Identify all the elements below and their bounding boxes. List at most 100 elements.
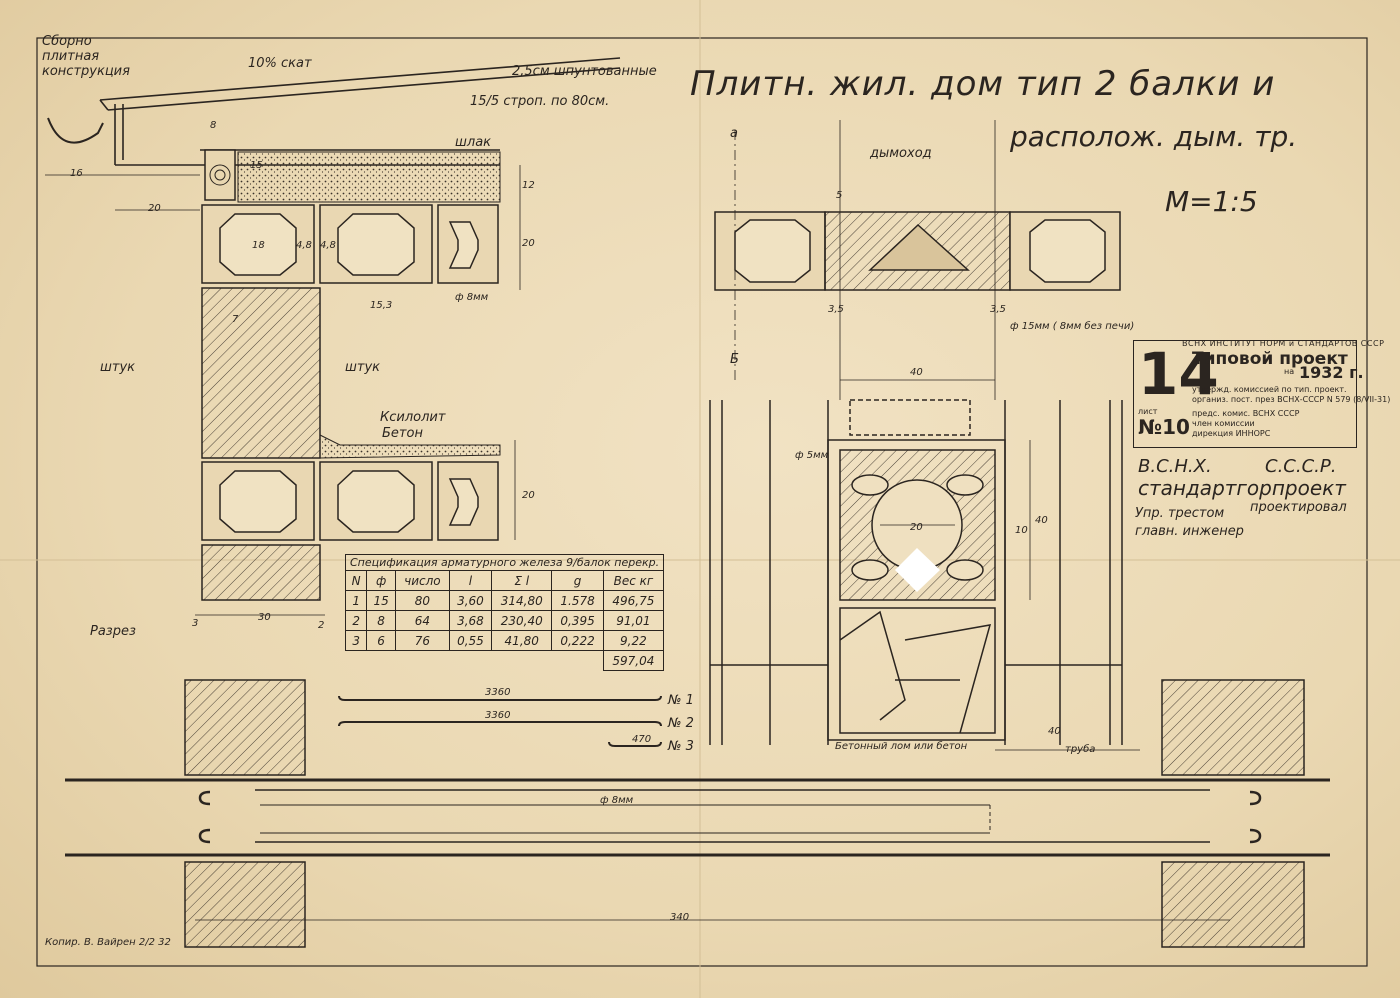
spec-cell: 8 (366, 610, 396, 631)
stamp-header: ВСНХ ИНСТИТУТ НОРМ и СТАНДАРТОВ СССР (1182, 339, 1385, 348)
dim-10: 10 (1015, 525, 1028, 536)
org-name: стандартгорпроект (1138, 476, 1346, 500)
member-line: член комиссии (1192, 419, 1255, 428)
chimney-top-section (714, 120, 1121, 400)
spec-cell: 0,55 (448, 630, 493, 651)
title-block-stamp: 14 ВСНХ ИНСТИТУТ НОРМ и СТАНДАРТОВ СССР … (1133, 339, 1390, 448)
org-designed: проектировал (1250, 500, 1347, 515)
org-vsnh: В.С.Н.Х. (1138, 456, 1212, 477)
spec-cell: 15 (366, 590, 396, 611)
dim-16: 16 (70, 168, 83, 179)
spec-cell: 64 (394, 610, 450, 631)
construction-label: Сборно плитная конструкция (42, 34, 130, 79)
spec-cell: 2 (344, 610, 368, 631)
dim-7: 7 (232, 314, 239, 325)
spec-cell: 76 (394, 630, 450, 651)
spec-cell: 230,40 (491, 610, 553, 631)
spec-header: Вес кг (602, 570, 665, 591)
phi15-label: ф 15мм ( 8мм без печи) (1010, 321, 1135, 332)
concrete-label: Бетон (382, 426, 423, 441)
spec-cell: 41,80 (491, 630, 553, 651)
dim-20a: 20 (148, 203, 161, 214)
dim-470: 470 (632, 734, 652, 745)
dim-2: 2 (318, 620, 325, 631)
org-chief: главн. инженер (1135, 524, 1244, 539)
spec-cell: 496,75 (602, 590, 665, 611)
rebar-specification-table: Спецификация арматурного железа 9/балок … (344, 554, 665, 671)
project-number: 14 (1138, 340, 1219, 408)
spec-header: g (551, 570, 604, 591)
spec-cell: 314,80 (491, 590, 553, 611)
dim-40c: 40 (1048, 726, 1061, 737)
spec-header: число (394, 570, 450, 591)
dim-40a: 40 (910, 367, 923, 378)
rafters-label: 15/5 строп. по 80см. (470, 94, 610, 109)
stucco-left-label: штук (100, 360, 136, 375)
spec-header: ф (366, 570, 396, 591)
spec-cell: 0,395 (551, 610, 604, 631)
spec-header: Σ l (491, 570, 553, 591)
spec-header-row: N ф число l Σ l g Вес кг (344, 570, 665, 591)
spec-cell: 3 (344, 630, 368, 651)
dim-340: 340 (670, 912, 690, 923)
sheet-label: лист (1138, 407, 1158, 416)
org-manager: Упр. трестом (1135, 506, 1225, 521)
project-type: Типовой проект (1192, 349, 1348, 369)
xylolite-label: Ксилолит (380, 410, 446, 425)
dim-phi8b: ф 8мм (600, 795, 634, 806)
spec-cell: 0,222 (551, 630, 604, 651)
stucco-right-label: штук (345, 360, 381, 375)
drawing-title-line2: располож. дым. тр. (1010, 120, 1298, 153)
frame-border (36, 37, 1368, 967)
slope-label: 10% скат (248, 56, 312, 71)
dim-8: 8 (210, 120, 217, 131)
spec-cell: 91,01 (602, 610, 665, 631)
approved-line1: утвержд. комиссией по тип. проект. (1192, 385, 1347, 394)
spec-cell: 9,22 (602, 630, 665, 651)
project-year: 1932 г. (1299, 363, 1364, 382)
org-ussr: С.С.С.Р. (1265, 456, 1337, 477)
table-row: 3 6 76 0,55 41,80 0,222 9,22 (344, 630, 665, 651)
axis-a-label: а (730, 126, 738, 141)
chimney-label: дымоход (870, 146, 932, 161)
table-row: 1 15 80 3,60 314,80 1.578 496,75 (344, 590, 665, 611)
dim-3360b: 3360 (485, 710, 511, 721)
bottom-beam-section (65, 679, 1330, 948)
dim-3-5a: 3,5 (828, 304, 844, 315)
spec-cell: 3,60 (448, 590, 493, 611)
spec-header: N (344, 570, 368, 591)
sheet-number: №10 (1138, 415, 1190, 439)
spec-table-caption: Спецификация арматурного железа 9/балок … (345, 554, 665, 570)
dim-20c: 20 (522, 490, 535, 501)
table-row: 2 8 64 3,68 230,40 0,395 91,01 (344, 610, 665, 631)
total-row: 597,04 (346, 650, 665, 671)
debris-label: Бетонный лом или бетон (835, 741, 968, 752)
chimney-plan (709, 379, 1140, 751)
dim-20d: 20 (910, 522, 923, 533)
dim-40b: 40 (1035, 515, 1048, 526)
chair-line: предс. комис. ВСНХ СССР (1192, 409, 1300, 418)
pipe-label: труба (1065, 744, 1096, 755)
dim-4-8a: 4,8 (296, 240, 312, 251)
dim-3-5b: 3,5 (990, 304, 1006, 315)
section-label: Разрез (90, 624, 136, 639)
slag-label: шлак (455, 135, 492, 150)
dim-phi5: ф 5мм (795, 450, 829, 461)
approved-line2: организ. пост. през ВСНХ-СССР N 579 (8/V… (1192, 395, 1391, 404)
bar-no-1: № 1 (668, 693, 694, 708)
bar-no-2: № 2 (668, 716, 694, 731)
dim-4-8b: 4,8 (320, 240, 336, 251)
dim-3360a: 3360 (485, 687, 511, 698)
dim-3: 3 (192, 618, 199, 629)
dim-12: 12 (522, 180, 535, 191)
dim-phi8: ф 8мм (455, 292, 489, 303)
spec-cell: 80 (394, 590, 450, 611)
spec-header: l (448, 570, 493, 591)
spec-cell: 1.578 (551, 590, 604, 611)
dim-30: 30 (258, 612, 271, 623)
stamp-on: на (1284, 367, 1295, 376)
dim-18: 18 (252, 240, 265, 251)
direction-line: дирекция ИННОРС (1192, 429, 1271, 438)
